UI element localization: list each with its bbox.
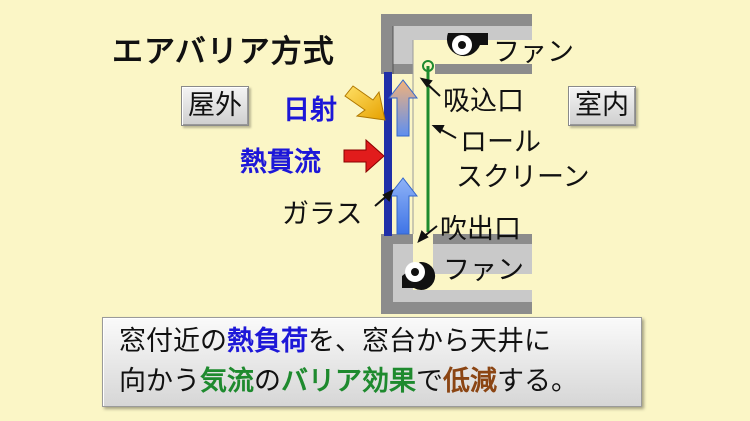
- airflow-arrow-upper: [387, 79, 419, 137]
- fan-bottom-icon: [402, 261, 436, 290]
- solar-arrow-icon: [344, 85, 386, 121]
- fan-top-label: ファン: [493, 37, 574, 68]
- glass-pane: [384, 72, 392, 236]
- summary-line-1: 窓付近の熱負荷を、窓台から天井に: [119, 322, 641, 362]
- summary-highlight-heat-load: 熱負荷: [227, 326, 308, 357]
- summary-highlight-reduce: 低減: [443, 366, 497, 397]
- diagram-title: エアバリア方式: [112, 34, 335, 70]
- glass-label: ガラス: [282, 199, 363, 230]
- summary-highlight-barrier: バリア効果: [281, 366, 416, 397]
- summary-line-2: 向かう気流のバリア効果で低減する。: [119, 362, 641, 402]
- indoor-label: 室内: [568, 86, 636, 126]
- summary-box: 窓付近の熱負荷を、窓台から天井に 向かう気流のバリア効果で低減する。: [102, 317, 642, 407]
- roll-screen-label-2: スクリーン: [456, 162, 590, 193]
- summary-text: する。: [497, 366, 578, 397]
- heat-flow-label: 熱貫流: [240, 147, 321, 178]
- outdoor-label: 屋外: [181, 86, 249, 126]
- summary-text: で: [416, 366, 443, 397]
- outlet-label: 吹出口: [440, 214, 521, 245]
- summary-text: の: [254, 366, 281, 397]
- summary-text: を、窓台から天井に: [308, 326, 551, 357]
- roll-screen-label-1: ロール: [460, 127, 541, 158]
- summary-text: 窓付近の: [119, 326, 227, 357]
- summary-highlight-airflow: 気流: [200, 366, 254, 397]
- roll-screen-roller: [422, 60, 434, 72]
- fan-top-icon: [446, 33, 488, 57]
- solar-label: 日射: [283, 95, 337, 126]
- fan-bottom-label: ファン: [443, 255, 524, 286]
- summary-text: 向かう: [119, 366, 200, 397]
- intake-label: 吸込口: [443, 86, 524, 117]
- heat-flow-arrow-icon: [343, 138, 385, 174]
